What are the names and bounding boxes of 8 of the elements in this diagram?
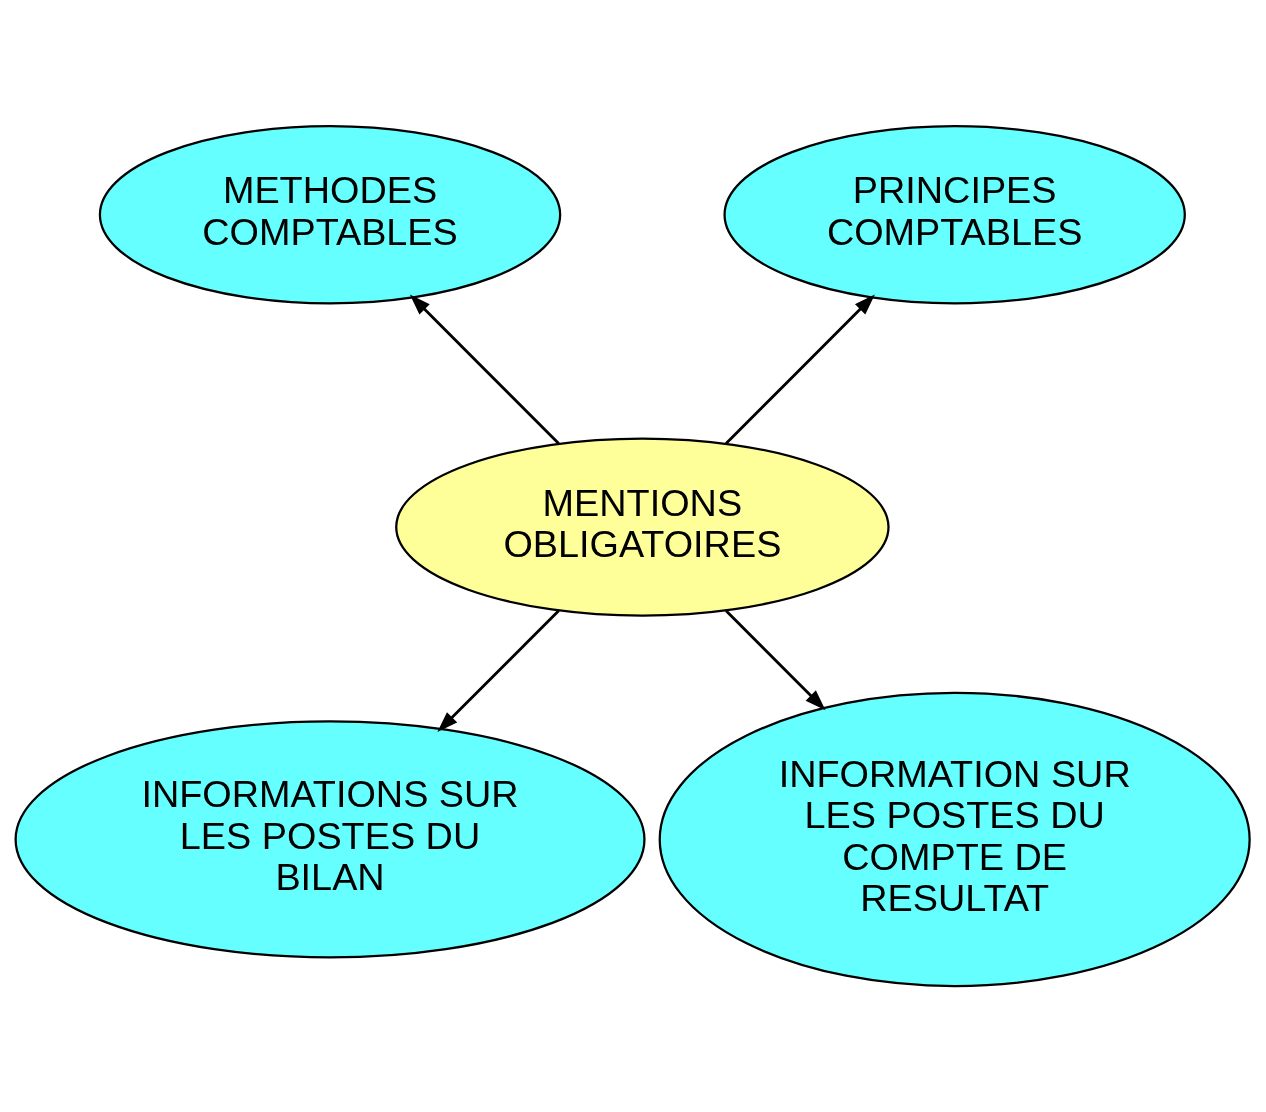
node-ellipse: METHODES COMPTABLES: [98, 124, 562, 304]
arrow: [725, 609, 826, 710]
arrow: [437, 609, 560, 732]
node-ellipse: PRINCIPES COMPTABLES: [723, 124, 1186, 304]
node-ellipse: MENTIONS OBLIGATOIRES: [395, 436, 890, 617]
arrow: [409, 294, 560, 444]
node-ellipse: INFORMATIONS SUR LES POSTES DU BILAN: [14, 719, 646, 959]
arrow: [725, 294, 875, 444]
